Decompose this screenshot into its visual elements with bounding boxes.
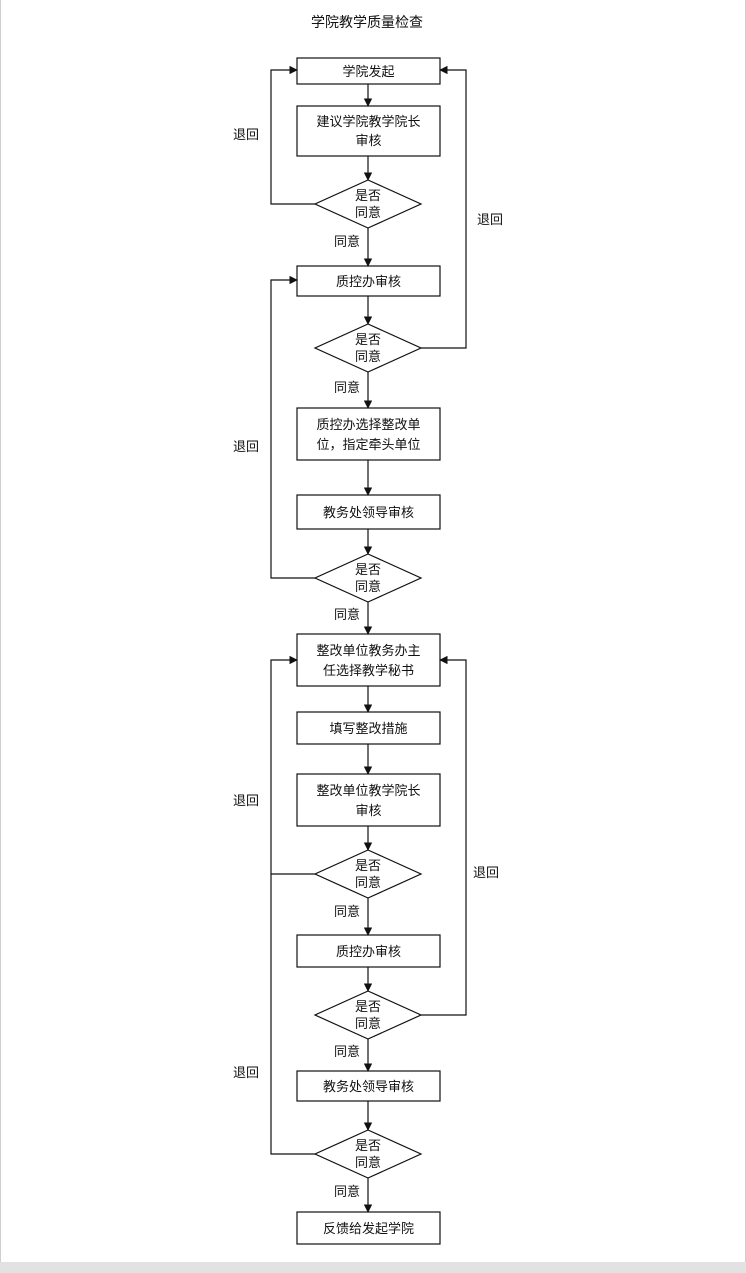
edge-label-agree-3: 同意 xyxy=(334,607,360,623)
decision-1: 是否 同意 xyxy=(313,179,423,229)
process-academic-affairs-review-1: 教务处领导审核 xyxy=(296,494,441,530)
decision-5: 是否 同意 xyxy=(313,990,423,1040)
process-unit-select-secretary-label-line1: 整改单位教务办主 xyxy=(316,643,420,659)
process-initiate-label: 学院发起 xyxy=(342,64,394,80)
decision-3-line1: 是否 xyxy=(355,563,381,578)
edge-label-reject-5: 退回 xyxy=(473,866,499,881)
process-unit-select-secretary-label-line2: 任选择教学秘书 xyxy=(323,663,414,679)
decision-4-line1: 是否 xyxy=(355,859,381,874)
edge-label-reject-2: 退回 xyxy=(477,213,503,228)
process-unit-dean-review-label-line1: 整改单位教学院长 xyxy=(316,783,420,799)
page-bottom-edge xyxy=(0,1262,746,1273)
process-feedback: 反馈给发起学院 xyxy=(296,1211,441,1245)
decision-4-line2: 同意 xyxy=(355,875,381,891)
process-dean-review-label-line2: 审核 xyxy=(355,134,381,149)
decision-6-line2: 同意 xyxy=(355,1155,381,1171)
edge-label-agree-2: 同意 xyxy=(334,380,360,396)
process-dean-review-label-line1: 建议学院教学院长 xyxy=(316,114,420,130)
return-loop-6 xyxy=(270,874,315,1155)
process-academic-affairs-review-2: 教务处领导审核 xyxy=(296,1070,441,1102)
process-unit-dean-review-label-line2: 审核 xyxy=(355,804,381,819)
process-qc-review-2: 质控办审核 xyxy=(296,934,441,968)
edge-label-reject-4: 退回 xyxy=(233,794,259,809)
decision-5-line1: 是否 xyxy=(355,1000,381,1015)
decision-3-line2: 同意 xyxy=(355,579,381,595)
process-unit-dean-review: 整改单位教学院长 审核 xyxy=(296,773,441,827)
return-loop-2 xyxy=(421,65,467,349)
process-qc-review-1: 质控办审核 xyxy=(296,265,441,297)
process-unit-select-secretary: 整改单位教务办主 任选择教学秘书 xyxy=(296,633,441,687)
edge-label-agree-1: 同意 xyxy=(334,234,360,250)
decision-1-line1: 是否 xyxy=(355,189,381,204)
process-academic-affairs-review-1-label: 教务处领导审核 xyxy=(323,505,414,521)
process-qc-select-unit-label-line1: 质控办选择整改单 xyxy=(316,418,420,433)
process-dean-review: 建议学院教学院长 审核 xyxy=(296,105,441,157)
process-qc-review-1-label: 质控办审核 xyxy=(336,275,401,290)
decision-4: 是否 同意 xyxy=(313,849,423,899)
edge-label-reject-3: 退回 xyxy=(233,440,259,455)
process-qc-review-2-label: 质控办审核 xyxy=(336,945,401,960)
decision-3: 是否 同意 xyxy=(313,553,423,603)
edge-label-reject-1: 退回 xyxy=(233,128,259,143)
edge-label-agree-5: 同意 xyxy=(334,1044,360,1060)
edge-label-agree-6: 同意 xyxy=(334,1184,360,1200)
decision-1-line2: 同意 xyxy=(355,205,381,221)
decision-6-line1: 是否 xyxy=(355,1139,381,1154)
flowchart-title: 学院教学质量检查 xyxy=(311,15,423,31)
return-loop-4 xyxy=(270,655,315,875)
return-loop-1 xyxy=(270,65,315,205)
return-loop-5 xyxy=(421,655,467,1016)
process-feedback-label: 反馈给发起学院 xyxy=(323,1221,414,1237)
decision-2-line2: 同意 xyxy=(355,349,381,365)
process-fill-measures-label: 填写整改措施 xyxy=(329,722,407,737)
edge-label-agree-4: 同意 xyxy=(334,904,360,920)
decision-6: 是否 同意 xyxy=(313,1129,423,1179)
decision-5-line2: 同意 xyxy=(355,1016,381,1032)
process-fill-measures: 填写整改措施 xyxy=(296,711,441,745)
decision-2-line1: 是否 xyxy=(355,333,381,348)
edge-label-reject-6: 退回 xyxy=(233,1066,259,1081)
return-loop-3 xyxy=(270,275,315,579)
process-initiate: 学院发起 xyxy=(296,57,441,85)
process-qc-select-unit: 质控办选择整改单 位，指定牵头单位 xyxy=(296,407,441,461)
process-qc-select-unit-label-line2: 位，指定牵头单位 xyxy=(316,438,420,453)
process-academic-affairs-review-2-label: 教务处领导审核 xyxy=(323,1079,414,1095)
decision-2: 是否 同意 xyxy=(313,323,423,373)
